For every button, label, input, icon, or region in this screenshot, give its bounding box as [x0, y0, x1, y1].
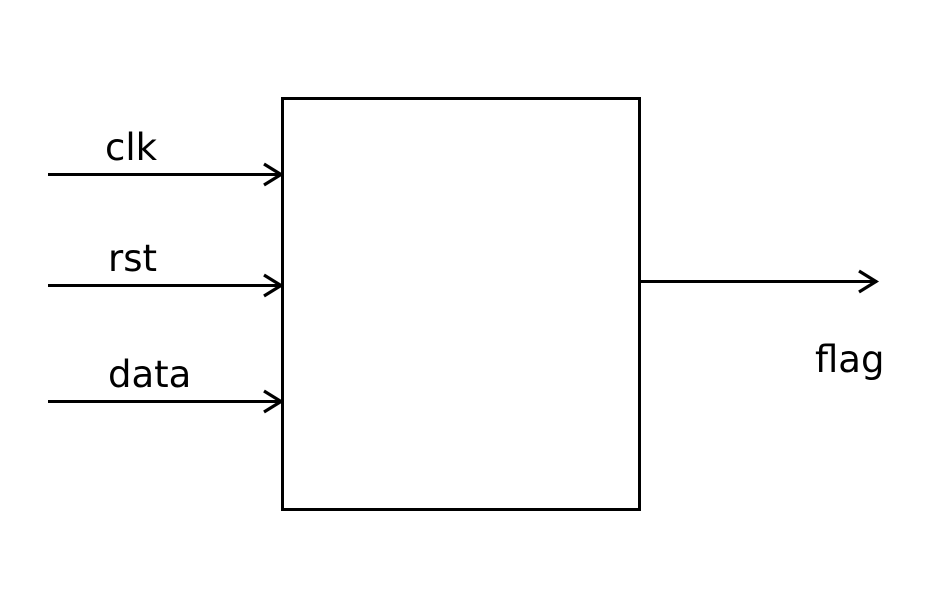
rst-arrowhead-icon [263, 273, 285, 298]
flag-arrowhead-icon [858, 269, 880, 294]
input-signal-clk[interactable] [48, 162, 285, 187]
main-block-rect[interactable] [281, 97, 641, 511]
label-data: data [108, 353, 191, 396]
label-clk: clk [105, 126, 158, 169]
input-signal-rst[interactable] [48, 273, 285, 298]
output-signal-flag[interactable] [640, 269, 880, 294]
label-flag: flag [815, 338, 884, 381]
clk-arrowhead-icon [263, 162, 285, 187]
label-rst: rst [108, 237, 157, 280]
data-arrowhead-icon [263, 389, 285, 414]
input-signal-data[interactable] [48, 389, 285, 414]
